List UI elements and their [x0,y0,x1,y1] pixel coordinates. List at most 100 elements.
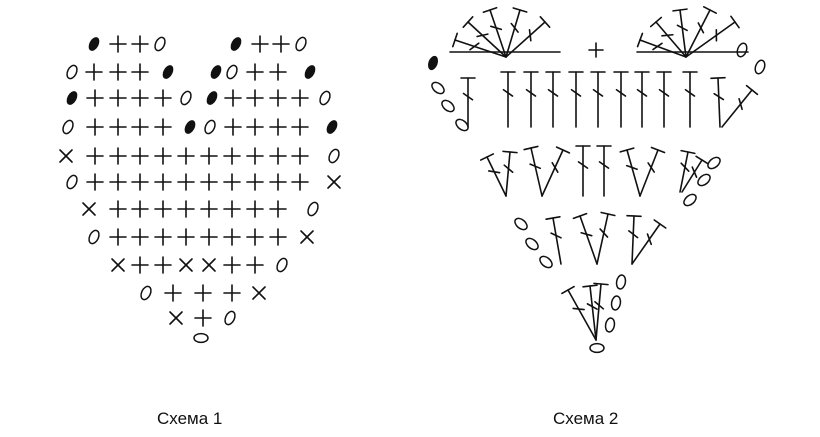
double-crochet-symbol [710,76,726,128]
single-crochet-plus-symbol [194,284,212,302]
double-crochet-symbol [482,6,507,58]
single-crochet-plus-symbol [131,256,149,274]
single-crochet-plus-symbol [131,118,149,136]
chain-stitch-symbol [66,64,78,80]
single-crochet-x-symbol [59,149,73,163]
chain-stitch-symbol [328,148,340,164]
single-crochet-x-symbol [179,258,193,272]
single-crochet-plus-symbol [223,147,241,165]
scheme-2-caption: Схема 2 [553,409,619,428]
single-crochet-plus-symbol [223,228,241,246]
double-crochet-symbol [523,145,543,197]
slip-stitch-symbol [88,37,100,51]
single-crochet-plus-symbol [251,35,269,53]
double-crochet-symbol [460,77,476,128]
single-crochet-plus-symbol [223,256,241,274]
double-crochet-symbol [505,7,528,58]
single-crochet-plus-symbol [269,118,287,136]
single-crochet-plus-symbol [131,89,149,107]
single-crochet-plus-symbol [200,228,218,246]
single-crochet-plus-symbol [86,89,104,107]
single-crochet-plus-symbol [223,284,241,302]
double-crochet-symbol [626,214,642,265]
slip-stitch-symbol [206,91,218,105]
double-crochet-symbol [572,212,598,265]
single-crochet-plus-symbol [109,63,127,81]
single-crochet-plus-symbol [109,200,127,218]
chain-stitch-symbol [697,173,711,187]
chain-stitch-symbol [193,332,209,344]
double-crochet-symbol [596,211,616,265]
single-crochet-plus-symbol [588,42,604,58]
slip-stitch-symbol [162,65,174,79]
single-crochet-plus-symbol [86,118,104,136]
chain-stitch-symbol [589,342,605,354]
single-crochet-x-symbol [300,230,314,244]
chain-stitch-symbol [154,36,166,52]
single-crochet-plus-symbol [269,89,287,107]
single-crochet-plus-symbol [154,256,172,274]
double-crochet-symbol [462,16,507,58]
double-crochet-symbol [679,149,696,193]
single-crochet-plus-symbol [223,200,241,218]
double-crochet-symbol [596,145,612,197]
single-crochet-plus-symbol [177,173,195,191]
single-crochet-plus-symbol [131,228,149,246]
double-crochet-symbol [685,6,718,58]
single-crochet-plus-symbol [177,228,195,246]
single-crochet-plus-symbol [154,228,172,246]
chain-stitch-symbol [455,118,469,132]
double-crochet-symbol [634,71,650,128]
chain-stitch-symbol [88,229,100,245]
single-crochet-plus-symbol [224,118,242,136]
single-crochet-x-symbol [169,311,183,325]
double-crochet-symbol [619,147,641,197]
single-crochet-plus-symbol [224,89,242,107]
double-crochet-symbol [636,32,687,58]
chain-stitch-symbol [276,257,288,273]
chain-stitch-symbol [441,99,455,113]
single-crochet-plus-symbol [154,147,172,165]
chain-stitch-symbol [604,317,616,333]
single-crochet-plus-symbol [109,118,127,136]
chain-stitch-symbol [140,285,152,301]
slip-stitch-symbol [210,65,222,79]
single-crochet-x-symbol [202,258,216,272]
single-crochet-plus-symbol [200,147,218,165]
double-crochet-symbol [682,71,698,128]
chain-stitch-symbol [615,274,627,290]
single-crochet-plus-symbol [177,147,195,165]
chain-stitch-symbol [683,193,697,207]
chain-stitch-symbol [707,156,721,170]
double-crochet-symbol [672,8,688,58]
single-crochet-plus-symbol [154,200,172,218]
chain-stitch-symbol [754,59,766,75]
single-crochet-plus-symbol [131,147,149,165]
single-crochet-plus-symbol [200,200,218,218]
single-crochet-plus-symbol [246,256,264,274]
double-crochet-symbol [649,16,687,58]
double-crochet-symbol [613,71,629,128]
single-crochet-x-symbol [111,258,125,272]
single-crochet-plus-symbol [200,173,218,191]
single-crochet-plus-symbol [269,173,287,191]
slip-stitch-symbol [184,120,196,134]
scheme-1-caption: Схема 1 [157,409,223,428]
slip-stitch-symbol [66,91,78,105]
single-crochet-plus-symbol [269,228,287,246]
slip-stitch-symbol [326,120,338,134]
double-crochet-symbol [502,150,518,197]
chain-stitch-symbol [736,42,748,58]
single-crochet-plus-symbol [131,200,149,218]
double-crochet-symbol [568,71,584,128]
chain-stitch-symbol [525,237,539,251]
single-crochet-plus-symbol [246,63,264,81]
single-crochet-plus-symbol [131,35,149,53]
chain-stitch-symbol [514,217,528,231]
double-crochet-symbol [681,155,709,193]
single-crochet-plus-symbol [272,35,290,53]
double-crochet-symbol [523,71,539,128]
single-crochet-plus-symbol [109,89,127,107]
single-crochet-plus-symbol [269,63,287,81]
